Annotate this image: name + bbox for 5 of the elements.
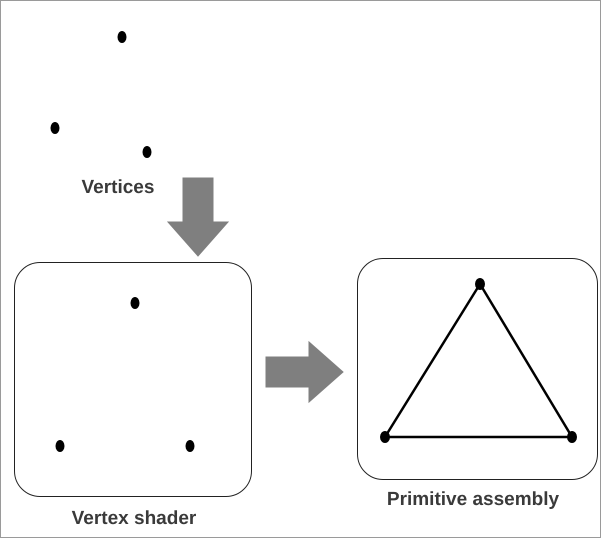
node-label: Vertex shader <box>70 507 198 531</box>
node-label: Vertices <box>80 176 156 200</box>
block-arrow <box>266 340 344 404</box>
block-arrow <box>166 178 230 257</box>
node-label: Primitive assembly <box>386 488 560 512</box>
